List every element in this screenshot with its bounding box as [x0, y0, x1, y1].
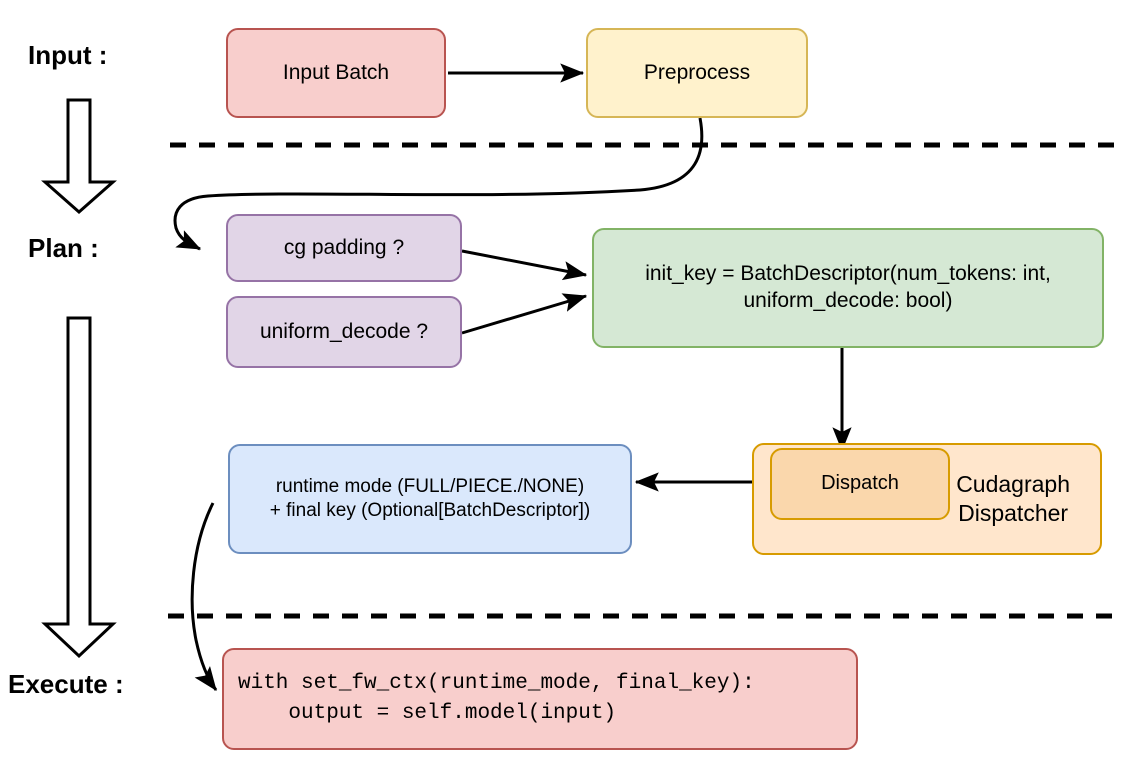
- connector-uniform-decode-to-init-key: [461, 293, 588, 335]
- node-input-batch[interactable]: Input Batch: [226, 28, 446, 118]
- stage-arrow-input-to-plan: [41, 98, 117, 215]
- stage-label-input: Input :: [28, 40, 108, 70]
- connector-runtime-mode-to-code: [190, 502, 218, 691]
- stage-arrow-plan-to-execute: [41, 316, 117, 659]
- node-uniform-decode[interactable]: uniform_decode ?: [226, 296, 462, 368]
- node-cg-padding[interactable]: cg padding ?: [226, 214, 462, 282]
- stage-label-execute: Execute :: [8, 669, 124, 699]
- stage-label-plan: Plan :: [28, 233, 99, 263]
- node-runtime-mode[interactable]: runtime mode (FULL/PIECE./NONE) + final …: [228, 444, 632, 554]
- node-dispatch[interactable]: Dispatch: [770, 448, 950, 520]
- node-init-key[interactable]: init_key = BatchDescriptor(num_tokens: i…: [592, 228, 1104, 348]
- connector-cg-padding-to-init-key: [461, 249, 588, 281]
- node-preprocess[interactable]: Preprocess: [586, 28, 808, 118]
- node-code-block[interactable]: with set_fw_ctx(runtime_mode, final_key)…: [222, 648, 858, 750]
